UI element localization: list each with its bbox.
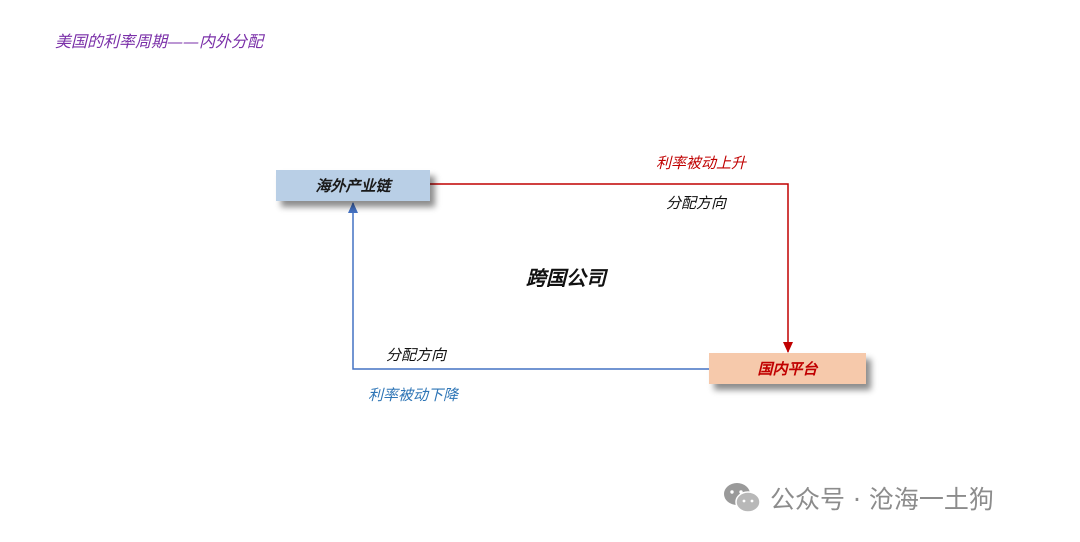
watermark: 公众号 · 沧海一土狗 <box>722 480 994 516</box>
overseas-chain-box: 海外产业链 <box>276 170 430 201</box>
wechat-icon <box>724 483 761 513</box>
top-flow-arrow <box>430 183 789 352</box>
direction-label-bottom: 分配方向 <box>386 346 447 364</box>
bottom-flow-arrowhead <box>348 202 358 213</box>
direction-label-top: 分配方向 <box>666 194 727 212</box>
bottom-flow-arrow <box>352 203 709 370</box>
center-label: 跨国公司 <box>526 266 606 290</box>
domestic-platform-box: 国内平台 <box>709 353 866 384</box>
rate-up-label: 利率被动上升 <box>656 154 747 172</box>
top-flow-arrowhead <box>783 342 793 353</box>
watermark-text: 公众号 · 沧海一土狗 <box>770 485 994 514</box>
page-title: 美国的利率周期——内外分配 <box>55 32 264 51</box>
rate-down-label: 利率被动下降 <box>368 386 459 404</box>
